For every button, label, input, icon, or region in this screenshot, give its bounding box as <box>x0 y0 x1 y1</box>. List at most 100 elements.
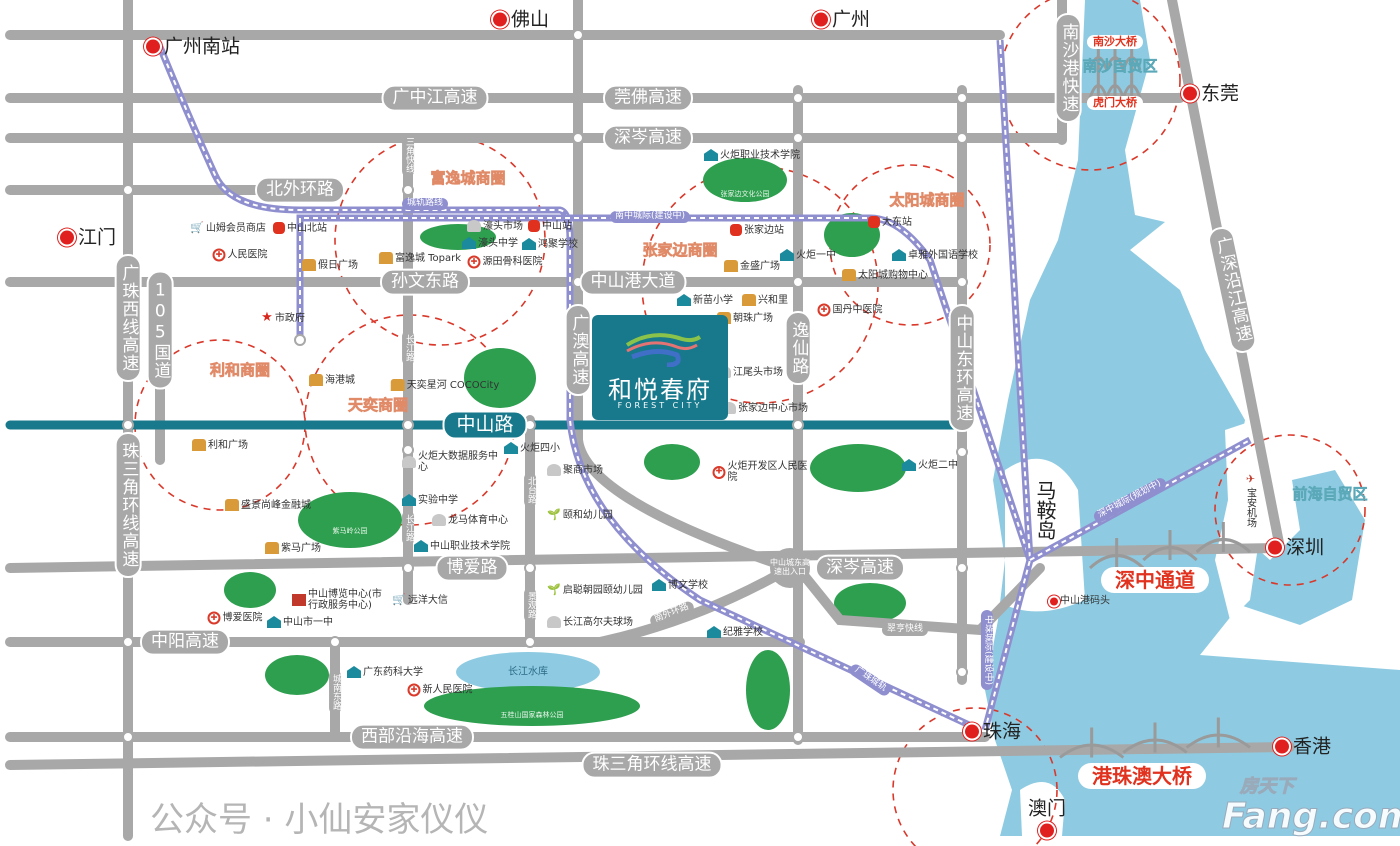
poi-hospital[interactable]: 国丹中医院 <box>817 303 883 317</box>
city-marker[interactable]: 佛山 <box>493 9 549 31</box>
poi-star[interactable]: ★市政府 <box>261 310 305 325</box>
road-label-small[interactable]: 北台路 <box>524 472 536 508</box>
poi-market[interactable]: 火炬大数据服务中心 <box>402 451 498 473</box>
poi-mall[interactable]: 富逸城 Topark <box>378 252 461 264</box>
poi-school[interactable]: 中山市一中 <box>267 616 333 628</box>
poi-dot[interactable]: 中山港码头 <box>1050 596 1110 607</box>
road-label[interactable]: 莞佛高速 <box>603 84 693 112</box>
rail-line-label[interactable]: 城轨路线 <box>401 198 449 210</box>
road-label[interactable]: 广中江高速 <box>381 84 489 112</box>
poi-school[interactable]: 火炬职业技术学院 <box>704 149 800 161</box>
poi-school[interactable]: 实验中学 <box>402 494 458 506</box>
poi-hospital[interactable]: 博爱医院 <box>207 611 263 625</box>
park-area <box>424 686 640 726</box>
road-label[interactable]: 北外环路 <box>255 176 345 204</box>
poi-hospital[interactable]: 源田骨科医院 <box>467 255 543 269</box>
city-marker[interactable]: 珠海 <box>965 721 1021 743</box>
city-marker[interactable]: 广州 <box>814 9 870 31</box>
road-label-vertical[interactable]: 逸仙路 <box>784 311 812 385</box>
city-marker[interactable]: 澳门 <box>1028 798 1066 838</box>
poi-school[interactable]: 新苗小学 <box>677 294 733 306</box>
road-label-vertical[interactable]: 南沙港快速 <box>1054 13 1082 123</box>
road-label[interactable]: 中山港大道 <box>579 268 687 296</box>
market-icon <box>547 616 561 628</box>
poi-school[interactable]: 濠头中学 <box>462 237 518 249</box>
poi-mall[interactable]: 利和广场 <box>192 439 248 451</box>
road-label-vertical[interactable]: 广珠西线高速 <box>114 254 142 382</box>
poi-market[interactable]: 长江高尔夫球场 <box>547 616 633 628</box>
poi-rail[interactable]: 大东站 <box>868 216 912 228</box>
poi-museum[interactable]: 中山博览中心(市行政服务中心) <box>292 589 388 611</box>
poi-school[interactable]: 火炬四小 <box>504 442 560 454</box>
road-label[interactable]: 珠三角环线高速 <box>581 751 723 779</box>
road-label-small[interactable]: 景观路 <box>524 587 536 623</box>
poi-mall[interactable]: 兴和里 <box>742 294 788 306</box>
road-label[interactable]: 孙文东路 <box>380 268 470 296</box>
poi-rail[interactable]: 中山站 <box>528 220 572 232</box>
rail-line-label[interactable]: 南中城际(建设中) <box>609 211 691 223</box>
poi-name: 中山市一中 <box>283 616 333 628</box>
poi-mall[interactable]: 金盛广场 <box>724 260 780 272</box>
bridge-label[interactable]: 港珠澳大桥 <box>1078 763 1206 789</box>
road-label-small[interactable]: 城南东路 <box>329 670 341 714</box>
rail-line-label[interactable]: 中珠城际(建设中) <box>981 609 993 691</box>
poi-school[interactable]: 火炬二中 <box>902 459 958 471</box>
poi-name: 新人民医院 <box>422 684 473 696</box>
poi-school[interactable]: 中山职业技术学院 <box>414 540 510 552</box>
poi-school[interactable]: 火炬一中 <box>780 249 836 261</box>
road-label-small[interactable]: 长江路 <box>402 330 414 366</box>
bridge-label-small[interactable]: 南沙大桥 <box>1087 34 1143 50</box>
poi-market[interactable]: 聚商市场 <box>547 464 603 476</box>
poi-shop[interactable]: 🛒山姆会员商店 <box>190 221 266 234</box>
poi-mall[interactable]: 假日广场 <box>302 259 358 271</box>
poi-market[interactable]: 张家边中心市场 <box>722 402 808 414</box>
poi-mall[interactable]: 紫马广场 <box>265 542 321 554</box>
poi-mall[interactable]: 盛景尚峰金融城 <box>225 499 311 511</box>
poi-school[interactable]: 鸿聚学校 <box>522 238 578 250</box>
road-label[interactable]: 中阳高速 <box>140 628 230 656</box>
road-junction <box>572 29 584 41</box>
poi-hospital[interactable]: 人民医院 <box>212 248 268 262</box>
road-label[interactable]: 深岑高速 <box>815 554 905 582</box>
poi-school[interactable]: 博文学校 <box>652 579 708 591</box>
poi-school[interactable]: 广东药科大学 <box>347 666 423 678</box>
city-marker[interactable]: 香港 <box>1275 736 1331 758</box>
rail-icon <box>868 216 880 228</box>
road-label-vertical[interactable]: 珠三角环线高速 <box>114 432 142 578</box>
poi-rail[interactable]: 张家边站 <box>730 224 784 236</box>
poi-rail[interactable]: 中山北站 <box>273 222 327 234</box>
poi-market[interactable]: 龙马体育中心 <box>432 514 508 526</box>
road-label[interactable]: 西部沿海高速 <box>350 723 474 751</box>
road-label-small[interactable]: 翠亨快线 <box>881 624 929 636</box>
road-junction <box>956 92 968 104</box>
poi-sprout[interactable]: 🌱颐和幼儿园 <box>547 508 613 521</box>
poi-mall[interactable]: 天奕星河 COCOCity <box>390 379 499 391</box>
road-label-small[interactable]: 长江路 <box>402 510 414 546</box>
road-label-vertical[interactable]: 广澳高速 <box>564 304 592 396</box>
road-label-vertical[interactable]: 中山东环高速 <box>948 304 976 432</box>
poi-plane[interactable]: ✈宝安机场 <box>1244 473 1257 528</box>
poi-shop[interactable]: 🛒远洋大信 <box>392 593 448 606</box>
rail-line-dash <box>299 217 1031 561</box>
city-marker[interactable]: 东莞 <box>1183 83 1239 105</box>
poi-school[interactable]: 纪雅学校 <box>707 626 763 638</box>
city-marker[interactable]: 深圳 <box>1268 537 1324 559</box>
bridge-label-small[interactable]: 虎门大桥 <box>1087 95 1143 111</box>
project-marker-card[interactable]: 和悦春府 FOREST CITY <box>592 315 728 420</box>
poi-mall[interactable]: 太阳城购物中心 <box>842 269 928 281</box>
city-marker[interactable]: 江门 <box>60 227 116 249</box>
poi-hospital[interactable]: 新人民医院 <box>407 683 473 697</box>
road-label-small[interactable]: 三角快线 <box>402 133 414 177</box>
poi-market[interactable]: 濠头市场 <box>467 220 523 232</box>
poi-sprout[interactable]: 🌱启聪朝园颐幼儿园 <box>547 583 643 596</box>
city-marker[interactable]: 广州南站 <box>146 36 240 58</box>
poi-hospital[interactable]: 火炬开发区人民医院 <box>712 461 808 483</box>
road-label-vertical[interactable]: 105国道 <box>146 270 174 390</box>
zhongshan-road-label[interactable]: 中山路 <box>442 410 528 440</box>
bridge-label[interactable]: 深中通道 <box>1101 567 1209 593</box>
poi-school[interactable]: 卓雅外国语学校 <box>892 249 978 261</box>
poi-mall[interactable]: 海港城 <box>309 374 355 386</box>
road-label[interactable]: 博爱路 <box>435 554 509 582</box>
business-district-label: 天奕商圈 <box>347 395 409 414</box>
road-label[interactable]: 深岑高速 <box>603 124 693 152</box>
